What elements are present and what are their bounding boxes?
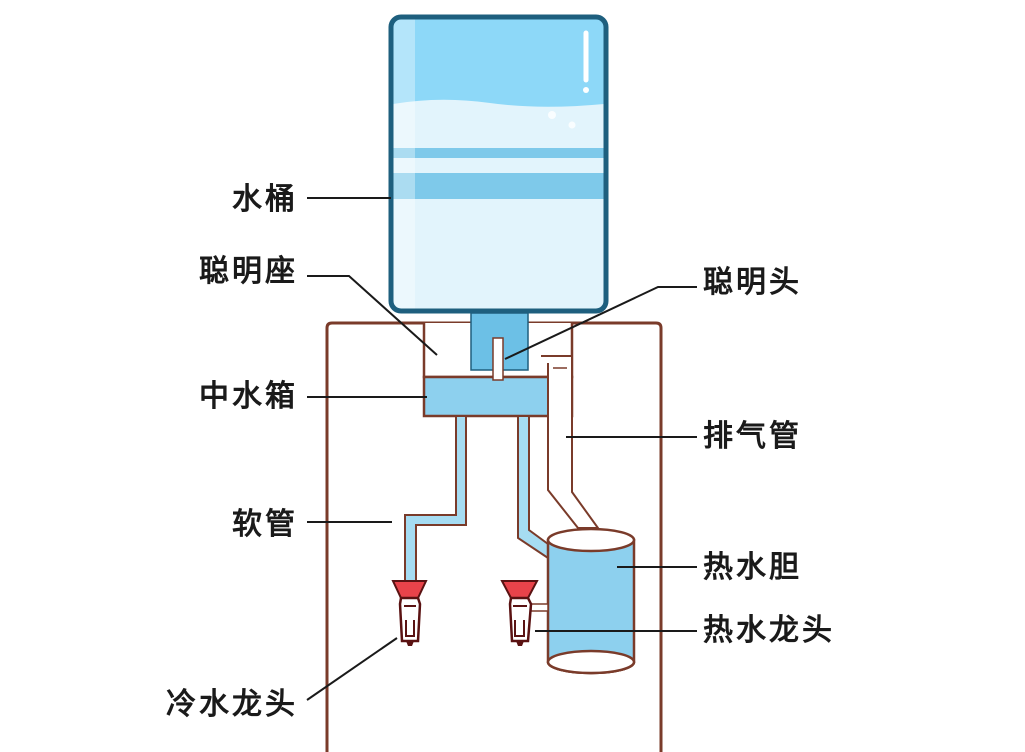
label-water-bucket: 水桶	[232, 182, 298, 217]
label-middle-tank: 中水箱	[199, 379, 298, 414]
hot-water-tank	[546, 527, 636, 675]
cold-tap-shape	[391, 580, 428, 646]
leader-smart-head	[504, 286, 697, 360]
label-cold-tap: 冷水龙头	[166, 687, 298, 722]
leader-cold-tap	[306, 637, 398, 701]
label-smart-head: 聪明头	[703, 265, 802, 300]
hot-tap-connector	[530, 603, 549, 612]
exhaust-pipe	[541, 355, 600, 529]
label-hose: 软管	[232, 507, 298, 542]
label-exhaust-pipe: 排气管	[703, 419, 802, 454]
leader-lines	[306, 197, 697, 701]
label-smart-seat: 聪明座	[199, 254, 298, 289]
hot-hose	[517, 415, 549, 560]
label-hot-tap: 热水龙头	[703, 613, 835, 648]
hot-tap-shape	[500, 580, 539, 646]
label-hot-tank: 热水胆	[703, 550, 802, 585]
cold-hose	[404, 415, 467, 586]
smart-head-pin	[492, 337, 504, 381]
water-bucket	[388, 14, 609, 314]
leader-smart-seat	[307, 275, 438, 356]
